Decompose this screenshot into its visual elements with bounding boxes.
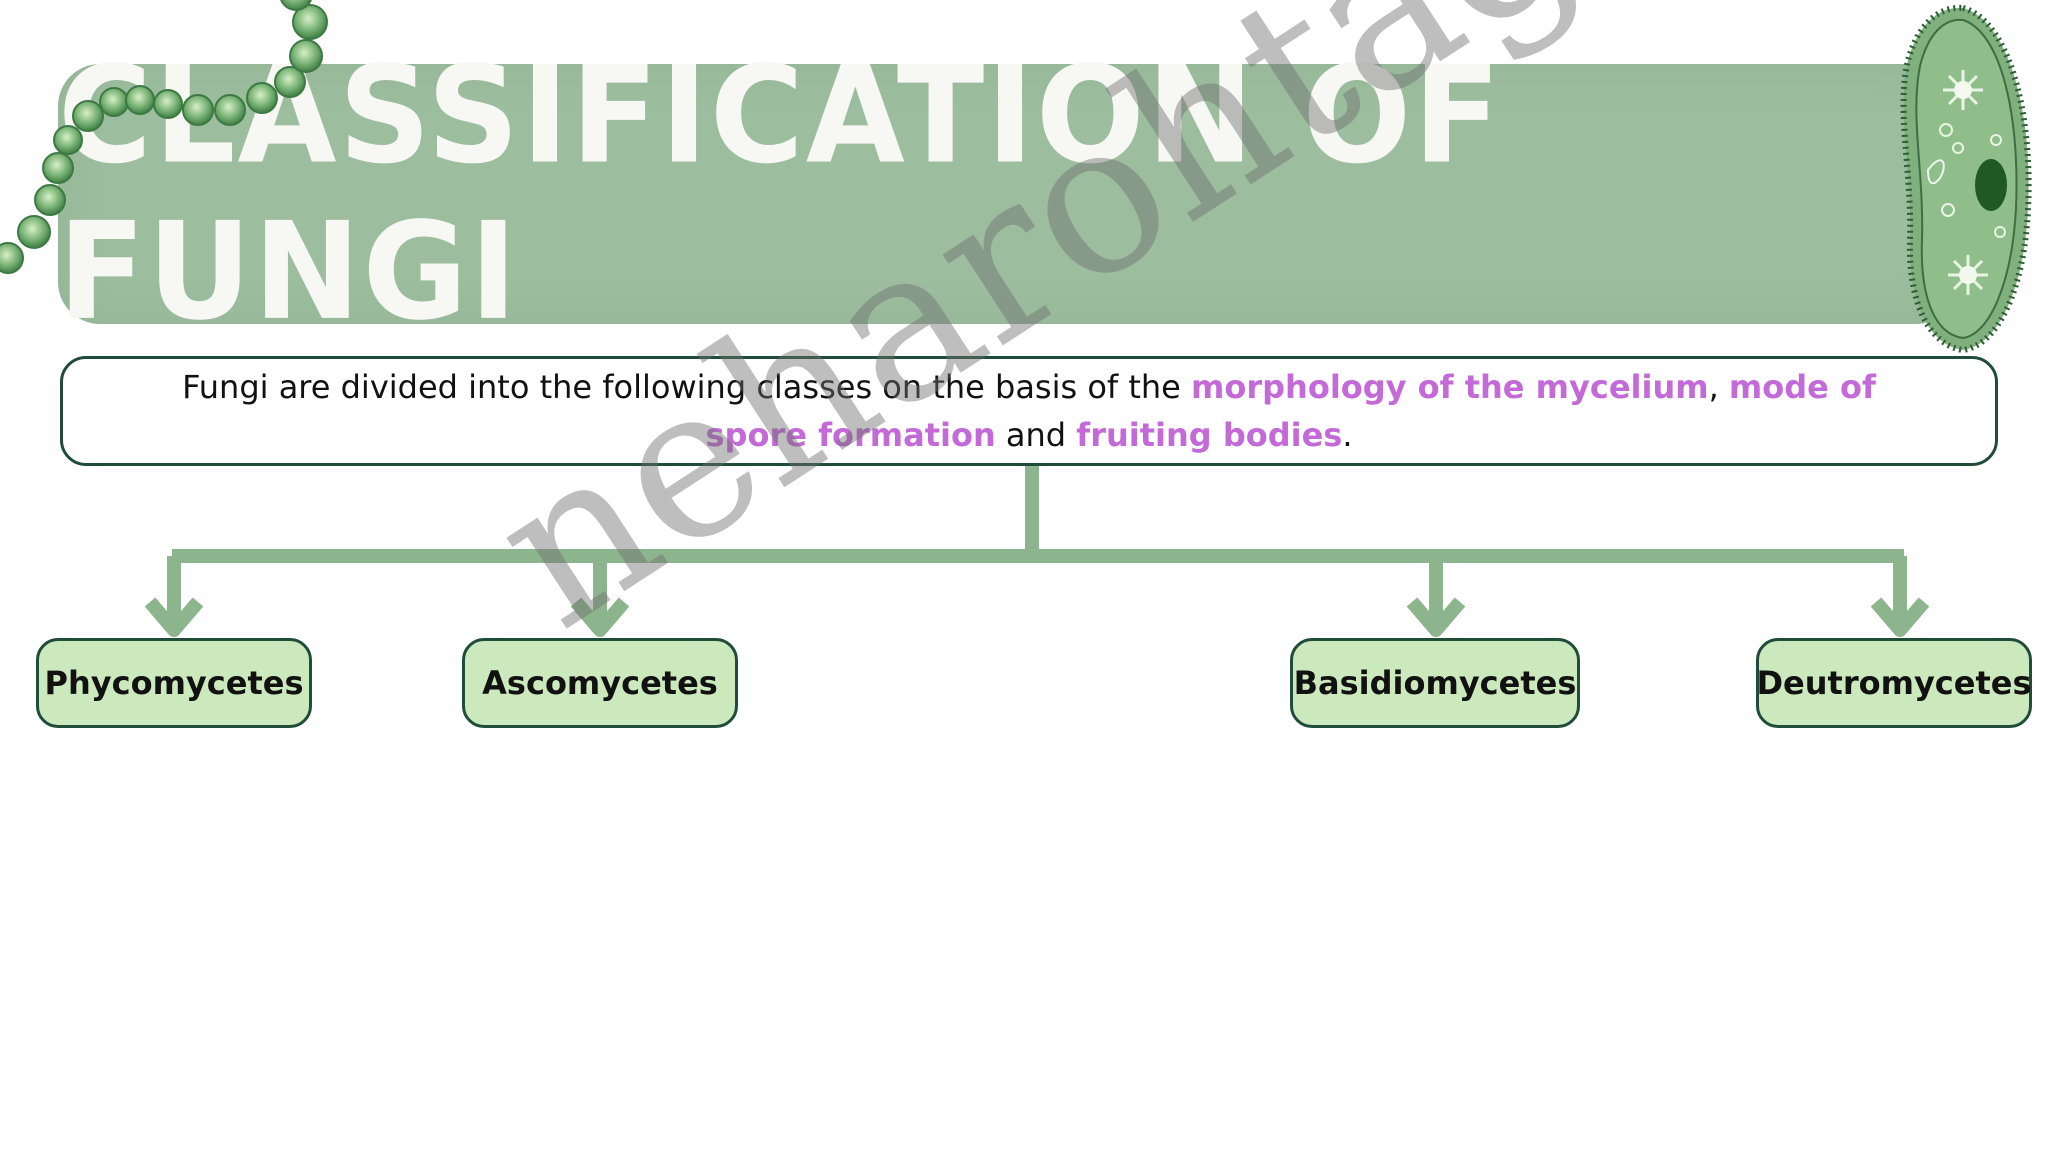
highlight-spore-formation: mode of spore formation [705,368,1876,454]
arrow-head-2 [570,597,630,637]
highlight-morphology: morphology of the mycelium [1191,368,1709,406]
description-part: Fungi are divided into the following cla… [182,368,1192,406]
description-text: Fungi are divided into the following cla… [133,363,1925,459]
description-part: and [995,416,1077,454]
description-part: . [1342,416,1353,454]
class-node-basidiomycetes: Basidiomycetes [1290,638,1580,728]
class-node-deutromycetes: Deutromycetes [1756,638,2032,728]
description-part: , [1708,368,1729,406]
arrow-head-4 [1870,597,1930,637]
arrow-head-3 [1406,597,1466,637]
class-node-ascomycetes: Ascomycetes [462,638,738,728]
class-node-phycomycetes: Phycomycetes [36,638,312,728]
highlight-fruiting-bodies: fruiting bodies [1076,416,1343,454]
page-title: CLASSIFICATION OF FUNGI [58,37,1503,351]
description-box: Fungi are divided into the following cla… [60,356,1998,466]
title-banner: CLASSIFICATION OF FUNGI [58,38,1958,350]
arrow-head-1 [144,597,204,637]
